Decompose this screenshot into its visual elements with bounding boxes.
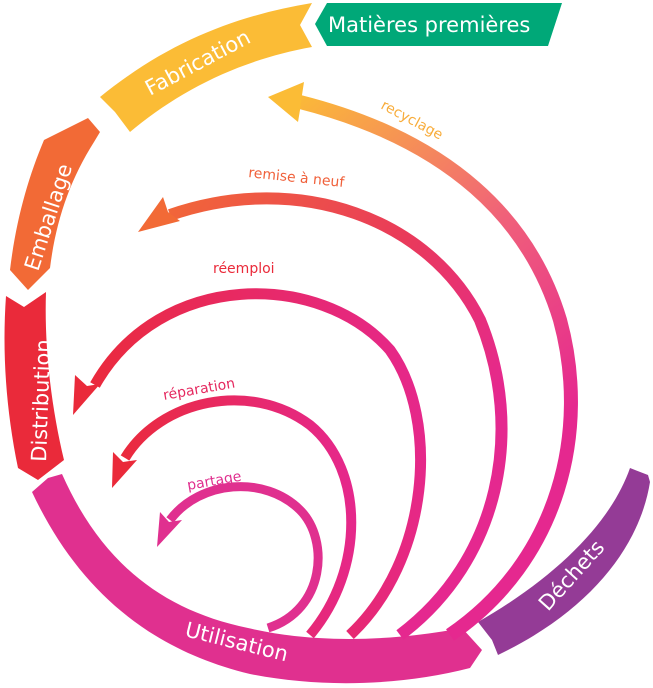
loop-partage: partage xyxy=(157,469,323,633)
stage-utilisation: Utilisation xyxy=(32,474,482,684)
stage-banner xyxy=(10,118,100,290)
arrowhead-icon xyxy=(157,512,182,547)
stage-label: Distribution xyxy=(27,339,55,462)
stage-banner xyxy=(478,468,650,655)
arrowhead-icon xyxy=(73,375,100,415)
arrowhead-icon xyxy=(112,452,137,488)
stage-fabrication: Fabrication xyxy=(100,3,312,132)
stage-label: Matières premières xyxy=(328,13,530,37)
stage-dechets: Déchets xyxy=(478,468,650,655)
loop-label: remise à neuf xyxy=(248,165,346,191)
loop-arc xyxy=(120,395,357,639)
loop-arc xyxy=(166,482,323,633)
stage-banner xyxy=(100,3,312,132)
stage-distribution: Distribution xyxy=(4,292,64,480)
loop-arc xyxy=(168,192,508,640)
arrowhead-icon xyxy=(138,197,180,232)
loop-reemploi: réemploi xyxy=(73,261,426,640)
arrowhead-icon xyxy=(268,82,304,122)
stage-emballage: Emballage xyxy=(10,118,100,290)
loop-label: réemploi xyxy=(213,261,275,277)
stage-banner xyxy=(4,292,64,480)
loop-arc xyxy=(90,288,426,640)
loop-arc xyxy=(298,95,578,641)
loop-reparation: réparation xyxy=(112,376,357,639)
stage-matieres-premieres: Matières premières xyxy=(315,3,562,46)
stage-banner xyxy=(315,3,562,46)
stage-banner xyxy=(32,474,482,684)
